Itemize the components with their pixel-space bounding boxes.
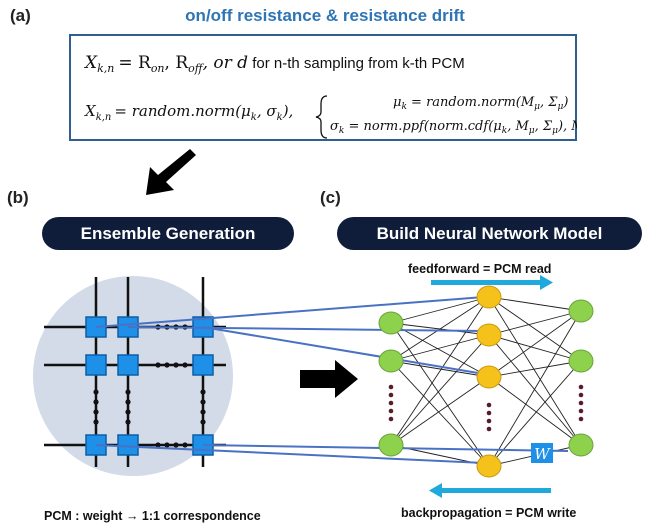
weight-w-box — [531, 443, 553, 463]
nn-input-node — [378, 433, 404, 457]
nn-edge — [390, 334, 490, 446]
nn-ellipsis-dots — [388, 384, 584, 432]
nn-edge — [488, 296, 582, 446]
nn-edge — [488, 310, 582, 336]
nn-edge — [488, 310, 582, 467]
feedforward-label: feedforward = PCM read — [408, 262, 552, 276]
nn-edge — [390, 360, 490, 378]
panel-b-label: (b) — [7, 188, 29, 207]
nn-edge — [488, 360, 582, 378]
nn-edge — [488, 310, 582, 378]
svg-text:Xk,n= Ron, Roff, or d for n-th: Xk,n= Ron, Roff, or d for n-th sampling … — [83, 53, 465, 75]
panel-c-label: (c) — [320, 188, 341, 207]
f1-lhs: X — [83, 53, 98, 73]
backprop-arrow-icon — [429, 483, 551, 498]
nn-edge — [390, 322, 490, 467]
nn-output-node — [568, 349, 594, 373]
nn-hidden-node — [476, 365, 502, 389]
diagram-svg: W — [33, 275, 594, 498]
nn-input-node — [378, 311, 404, 335]
svg-text:Xk,n= random.norm(μk, σk),: Xk,n= random.norm(μk, σk), — [84, 102, 293, 123]
nn-edge — [488, 334, 582, 446]
nn-hidden-node — [476, 323, 502, 347]
backprop-label: backpropagation = PCM write — [401, 506, 577, 520]
f1-lhs-sub: k,n — [97, 62, 114, 75]
nn-nodes — [378, 285, 594, 478]
nn-edge — [390, 334, 490, 362]
pcm-weight-caption: PCM : weight → 1:1 correspondence — [44, 509, 261, 523]
nn-hidden-node — [476, 454, 502, 478]
down-left-arrow-icon — [146, 149, 196, 195]
nn-edge — [488, 296, 582, 312]
nn-edge — [390, 296, 490, 446]
pcm-weight-mapping-lines — [95, 296, 569, 464]
formula-svg: Xk,n= Ron, Roff, or d for n-th sampling … — [83, 53, 577, 139]
svg-text:μk = random.norm(Mμ, Σμ): μk = random.norm(Mμ, Σμ) — [393, 95, 568, 112]
weight-w-symbol: W — [534, 445, 551, 463]
nn-edge — [488, 360, 582, 467]
nn-output-node — [568, 433, 594, 457]
nn-edge — [488, 376, 582, 446]
right-arrow-icon — [300, 360, 358, 398]
nn-edge — [488, 334, 582, 362]
nn-edge — [390, 296, 490, 362]
formula-box — [69, 34, 577, 141]
nn-edge — [390, 322, 490, 378]
svg-text:σk = norm.ppf(norm.cdf(μk, Mμ,: σk = norm.ppf(norm.cdf(μk, Mμ, Σμ), Mσ, … — [330, 119, 577, 136]
panel-a-title: on/off resistance & resistance drift — [185, 6, 465, 25]
nn-input-node — [378, 349, 404, 373]
ensemble-generation-pill: Ensemble Generation — [42, 217, 294, 250]
feedforward-arrow-icon — [431, 275, 553, 290]
nn-edges — [390, 296, 582, 467]
panel-a-label: (a) — [10, 6, 31, 25]
nn-edge — [390, 296, 490, 324]
nn-edge — [390, 376, 490, 446]
nn-hidden-node — [476, 285, 502, 309]
nn-output-node — [568, 299, 594, 323]
build-nn-pill: Build Neural Network Model — [337, 217, 642, 250]
nn-edge — [488, 296, 582, 362]
